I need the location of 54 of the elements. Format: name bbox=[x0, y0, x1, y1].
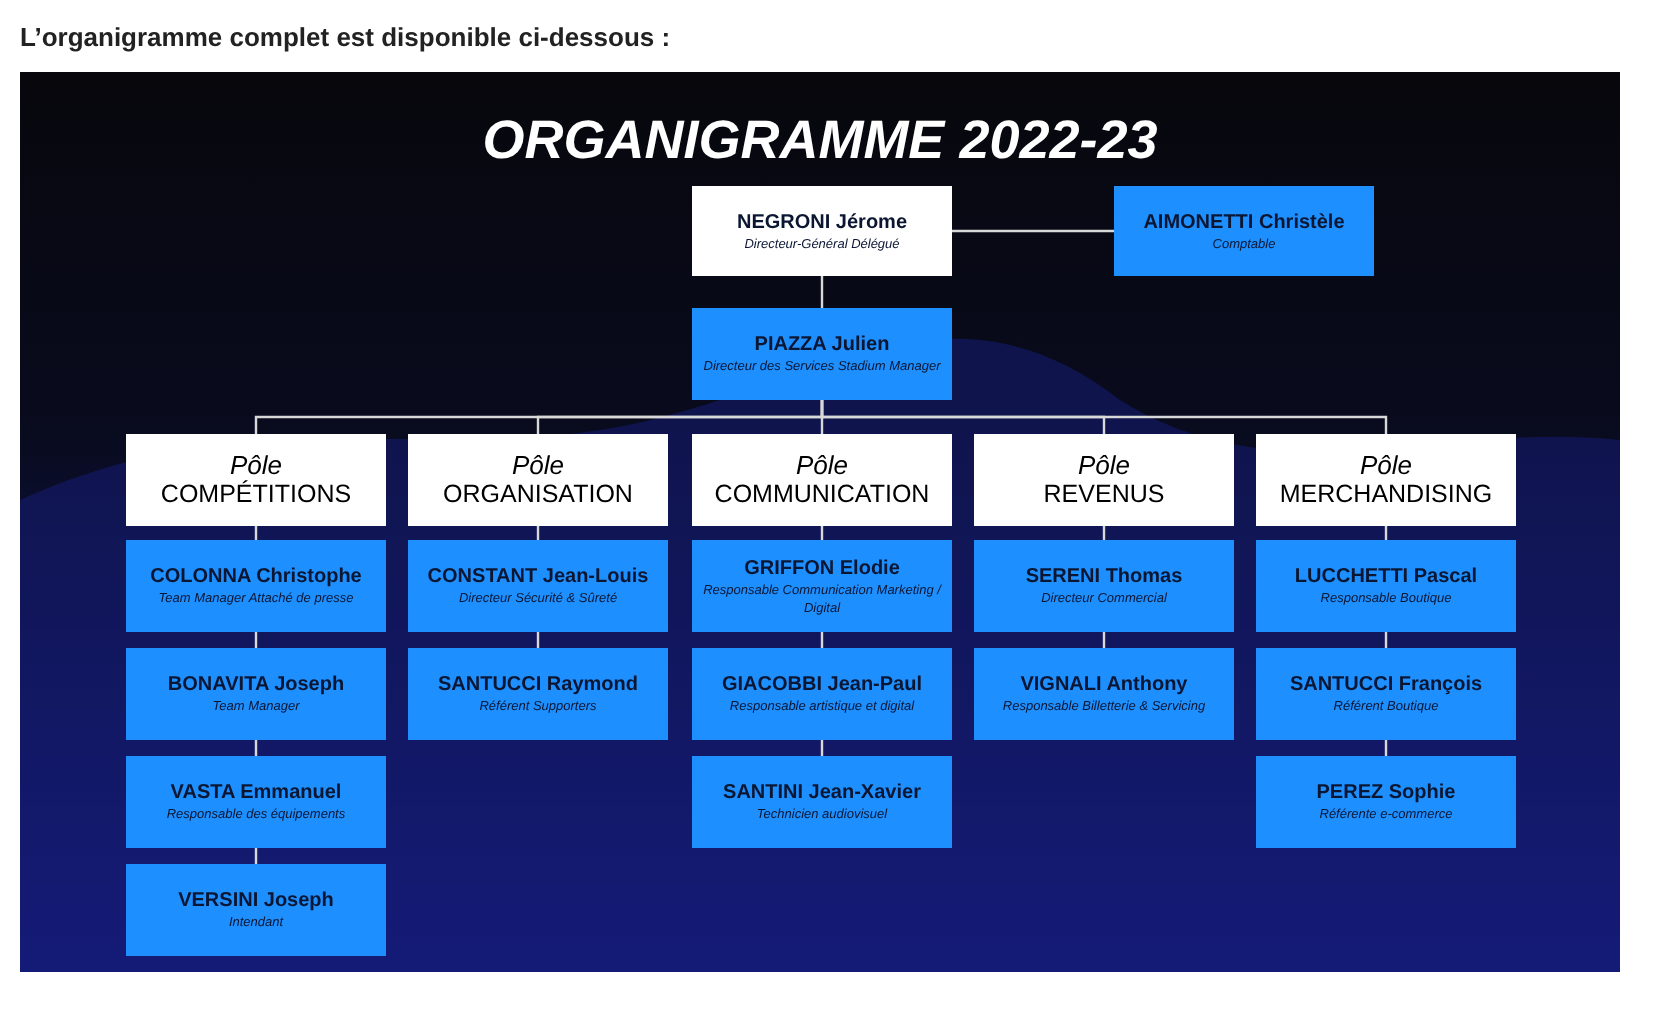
person-box bbox=[1114, 186, 1374, 276]
department-label: Pôle bbox=[1077, 450, 1131, 480]
person-box bbox=[974, 648, 1234, 740]
department-box bbox=[408, 434, 668, 526]
person-box bbox=[692, 756, 952, 848]
department-box bbox=[126, 434, 386, 526]
person-box bbox=[1256, 648, 1516, 740]
chart-title: ORGANIGRAMME 2022-23 bbox=[480, 108, 1160, 174]
department-name: COMMUNICATION bbox=[714, 480, 930, 510]
person-name: BONAVITA Joseph bbox=[167, 672, 345, 698]
person-box bbox=[126, 756, 386, 848]
person-box bbox=[692, 186, 952, 276]
department-name: MERCHANDISING bbox=[1279, 480, 1493, 510]
department-name: ORGANISATION bbox=[443, 480, 633, 510]
person-box bbox=[692, 540, 952, 632]
department-name: COMPÉTITIONS bbox=[160, 480, 352, 510]
person-name: SERENI Thomas bbox=[1025, 564, 1183, 590]
person-box bbox=[126, 864, 386, 956]
person-box bbox=[126, 540, 386, 632]
person-name: NEGRONI Jérome bbox=[736, 209, 908, 235]
person-box bbox=[1256, 540, 1516, 632]
department-box bbox=[974, 434, 1234, 526]
person-name: PIAZZA Julien bbox=[754, 332, 890, 358]
person-box bbox=[408, 540, 668, 632]
person-name: SANTUCCI Raymond bbox=[437, 672, 638, 698]
person-name: VERSINI Joseph bbox=[178, 888, 334, 914]
intro-text: L’organigramme complet est disponible ci-dessous : bbox=[20, 20, 671, 56]
department-label: Pôle bbox=[795, 450, 849, 480]
person-name: COLONNA Christophe bbox=[150, 564, 362, 590]
person-box bbox=[408, 648, 668, 740]
person-box bbox=[974, 540, 1234, 632]
person-box bbox=[692, 648, 952, 740]
connector-line bbox=[952, 229, 1114, 233]
person-name: LUCCHETTI Pascal bbox=[1294, 564, 1478, 590]
connector-line bbox=[820, 276, 824, 308]
person-name: GIACOBBI Jean-Paul bbox=[721, 672, 923, 698]
person-box bbox=[1256, 756, 1516, 848]
person-name: GRIFFON Elodie bbox=[744, 555, 900, 581]
department-name: REVENUS bbox=[1043, 480, 1165, 510]
person-box bbox=[692, 308, 952, 400]
department-label: Pôle bbox=[229, 450, 283, 480]
person-name: PEREZ Sophie bbox=[1316, 780, 1456, 806]
department-label: Pôle bbox=[1359, 450, 1413, 480]
connector-line bbox=[820, 400, 1388, 434]
department-box bbox=[692, 434, 952, 526]
department-label: Pôle bbox=[511, 450, 565, 480]
person-name: AIMONETTI Christèle bbox=[1143, 209, 1345, 235]
person-name: SANTINI Jean-Xavier bbox=[723, 780, 921, 806]
person-name: CONSTANT Jean-Louis bbox=[427, 564, 649, 590]
person-name: SANTUCCI François bbox=[1289, 672, 1483, 698]
person-name: VIGNALI Anthony bbox=[1020, 672, 1188, 698]
department-box bbox=[1256, 434, 1516, 526]
person-box bbox=[126, 648, 386, 740]
person-name: VASTA Emmanuel bbox=[170, 780, 342, 806]
